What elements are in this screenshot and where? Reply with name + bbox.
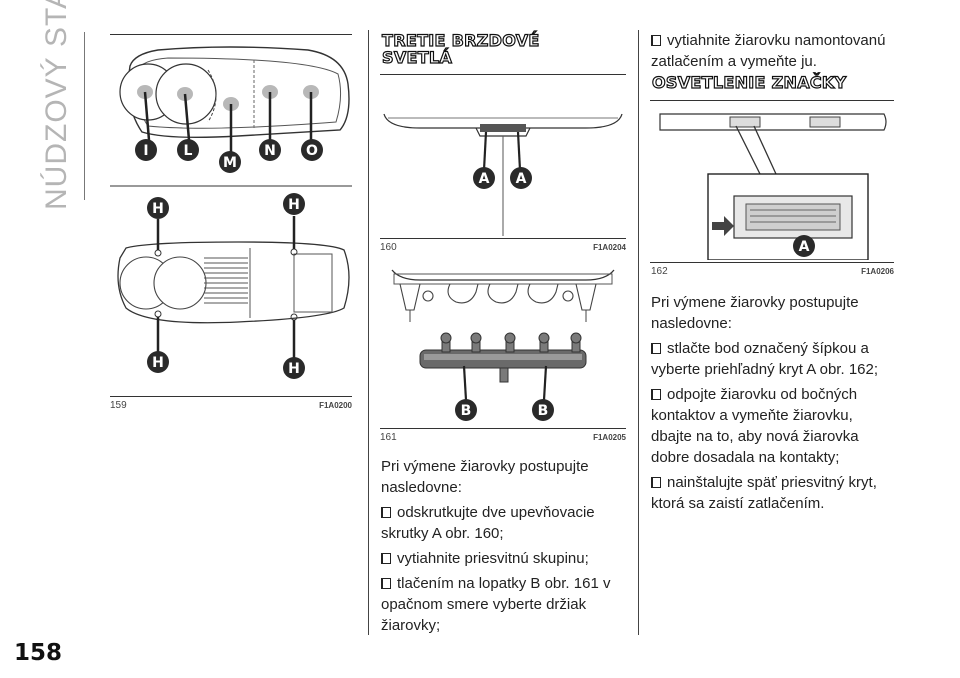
checkbox-bullet-icon: [381, 553, 391, 564]
figure-159-top-rule: [110, 34, 352, 35]
label-h-marker-2: [283, 193, 305, 215]
checkbox-bullet-icon: [651, 343, 661, 354]
figure-159-number: 159: [110, 400, 127, 411]
figure-162-bottom-rule: [650, 262, 894, 263]
instruction-step-1: odskrutkujte dve upevňovacie skrutky A o…: [381, 502, 629, 544]
label-b-2: B: [538, 403, 549, 419]
instruction-step-3: tlačením na lopatky B obr. 161 v opačnom…: [381, 573, 629, 636]
figure-161-number: 161: [380, 432, 397, 443]
label-a-marker-2: [510, 167, 532, 189]
label-i: I: [143, 143, 148, 159]
label-n-marker: [259, 139, 281, 161]
plate-step-3-text: nainštalujte späť priesvitný kryt, ktorá…: [651, 474, 877, 512]
label-b-marker-2: [532, 399, 554, 421]
plate-step-3: nainštalujte späť priesvitný kryt, ktorá…: [651, 472, 891, 514]
label-h-1: H: [152, 201, 164, 217]
figure-161: B B: [380, 262, 626, 426]
label-h-2: H: [288, 197, 300, 213]
plate-instructions-intro: Pri výmene žiarovky postupujte nasledovn…: [651, 294, 859, 332]
label-n: N: [264, 143, 276, 159]
plate-step-1: stlačte bod označený šípkou a vyberte pr…: [651, 338, 891, 380]
label-a-2: A: [516, 171, 527, 187]
figure-160-bottom-rule: [380, 238, 626, 239]
instruction-step-2-text: vytiahnite priesvitnú skupinu;: [397, 550, 589, 567]
instruction-step-1-text: odskrutkujte dve upevňovacie skrutky A o…: [381, 504, 595, 542]
page-number: 158: [14, 640, 63, 666]
checkbox-bullet-icon: [651, 389, 661, 400]
figure-160-top-rule: [380, 74, 626, 75]
license-plate-light-illustration: A: [659, 113, 887, 260]
third-brake-light-instructions: Pri výmene žiarovky postupujte nasledovn…: [381, 456, 629, 640]
figure-162: A: [650, 104, 894, 260]
label-m-marker: [219, 151, 241, 173]
label-a-marker-1: [473, 167, 495, 189]
label-b-marker-1: [455, 399, 477, 421]
license-plate-light-instructions: Pri výmene žiarovky postupujte nasledovn…: [651, 292, 891, 518]
instruction-step-2: vytiahnite priesvitnú skupinu;: [381, 548, 629, 569]
label-h-marker-3: [147, 351, 169, 373]
figure-162-code: F1A0206: [861, 267, 894, 276]
label-h-3: H: [152, 355, 164, 371]
bulb-holder-illustration: B B: [391, 269, 615, 421]
label-l: L: [184, 143, 193, 159]
label-o-marker: [301, 139, 323, 161]
checkbox-bullet-icon: [651, 35, 661, 46]
instruction-step-4-text: vytiahnite žiarovku namontovanú zatlačen…: [651, 32, 886, 70]
arrow-right-icon: [712, 216, 734, 236]
section-heading-license-plate-light: OSVETLENIE ZNAČKY: [651, 73, 847, 92]
label-b-1: B: [461, 403, 472, 419]
plate-step-2-text: odpojte žiarovku od bočných kontaktov a …: [651, 386, 859, 466]
plate-step-2: odpojte žiarovku od bočných kontaktov a …: [651, 384, 891, 468]
instruction-step-4: vytiahnite žiarovku namontovanú zatlačen…: [651, 30, 891, 72]
section-title: NÚDZOVÝ STAV: [40, 0, 73, 210]
figure-159-code: F1A0200: [319, 401, 352, 410]
figure-162-number: 162: [651, 266, 668, 277]
third-brake-light-illustration: A A: [383, 113, 623, 236]
column-divider-2: [638, 30, 639, 635]
column-divider-1: [368, 30, 369, 635]
section-title-rule: [84, 32, 85, 200]
figure-159-bottom-rule: [110, 396, 352, 397]
label-a-marker-3: [793, 235, 815, 257]
label-h-marker-4: [283, 357, 305, 379]
label-o: O: [306, 143, 318, 159]
label-l-marker: [177, 139, 199, 161]
figure-159: I L M N O H: [108, 36, 356, 396]
bulb-replacement-continued: vytiahnite žiarovku namontovanú zatlačen…: [651, 30, 891, 76]
figure-162-top-rule: [650, 100, 894, 101]
checkbox-bullet-icon: [381, 578, 391, 589]
heading-line-1: TRETIE BRZDOVÉ: [381, 31, 540, 50]
figure-161-code: F1A0205: [593, 433, 626, 442]
figure-160-number: 160: [380, 242, 397, 253]
instructions-intro: Pri výmene žiarovky postupujte nasledovn…: [381, 458, 589, 496]
figure-161-bottom-rule: [380, 428, 626, 429]
label-m: M: [223, 155, 237, 171]
label-h-marker-1: [147, 197, 169, 219]
plate-step-1-text: stlačte bod označený šípkou a vyberte pr…: [651, 340, 879, 378]
label-a-1: A: [479, 171, 490, 187]
figure-160: A A: [380, 80, 626, 236]
instruction-step-3-text: tlačením na lopatky B obr. 161 v opačnom…: [381, 575, 611, 634]
rear-lamp-illustration: I L M N O H: [110, 46, 352, 379]
label-a-3: A: [799, 239, 810, 255]
label-h-4: H: [288, 361, 300, 377]
checkbox-bullet-icon: [381, 507, 391, 518]
figure-160-code: F1A0204: [593, 243, 626, 252]
checkbox-bullet-icon: [651, 477, 661, 488]
label-i-marker: [135, 139, 157, 161]
heading-line-2: SVETLÁ: [381, 48, 453, 67]
section-heading-third-brake-light: TRETIE BRZDOVÉ SVETLÁ: [381, 31, 632, 67]
